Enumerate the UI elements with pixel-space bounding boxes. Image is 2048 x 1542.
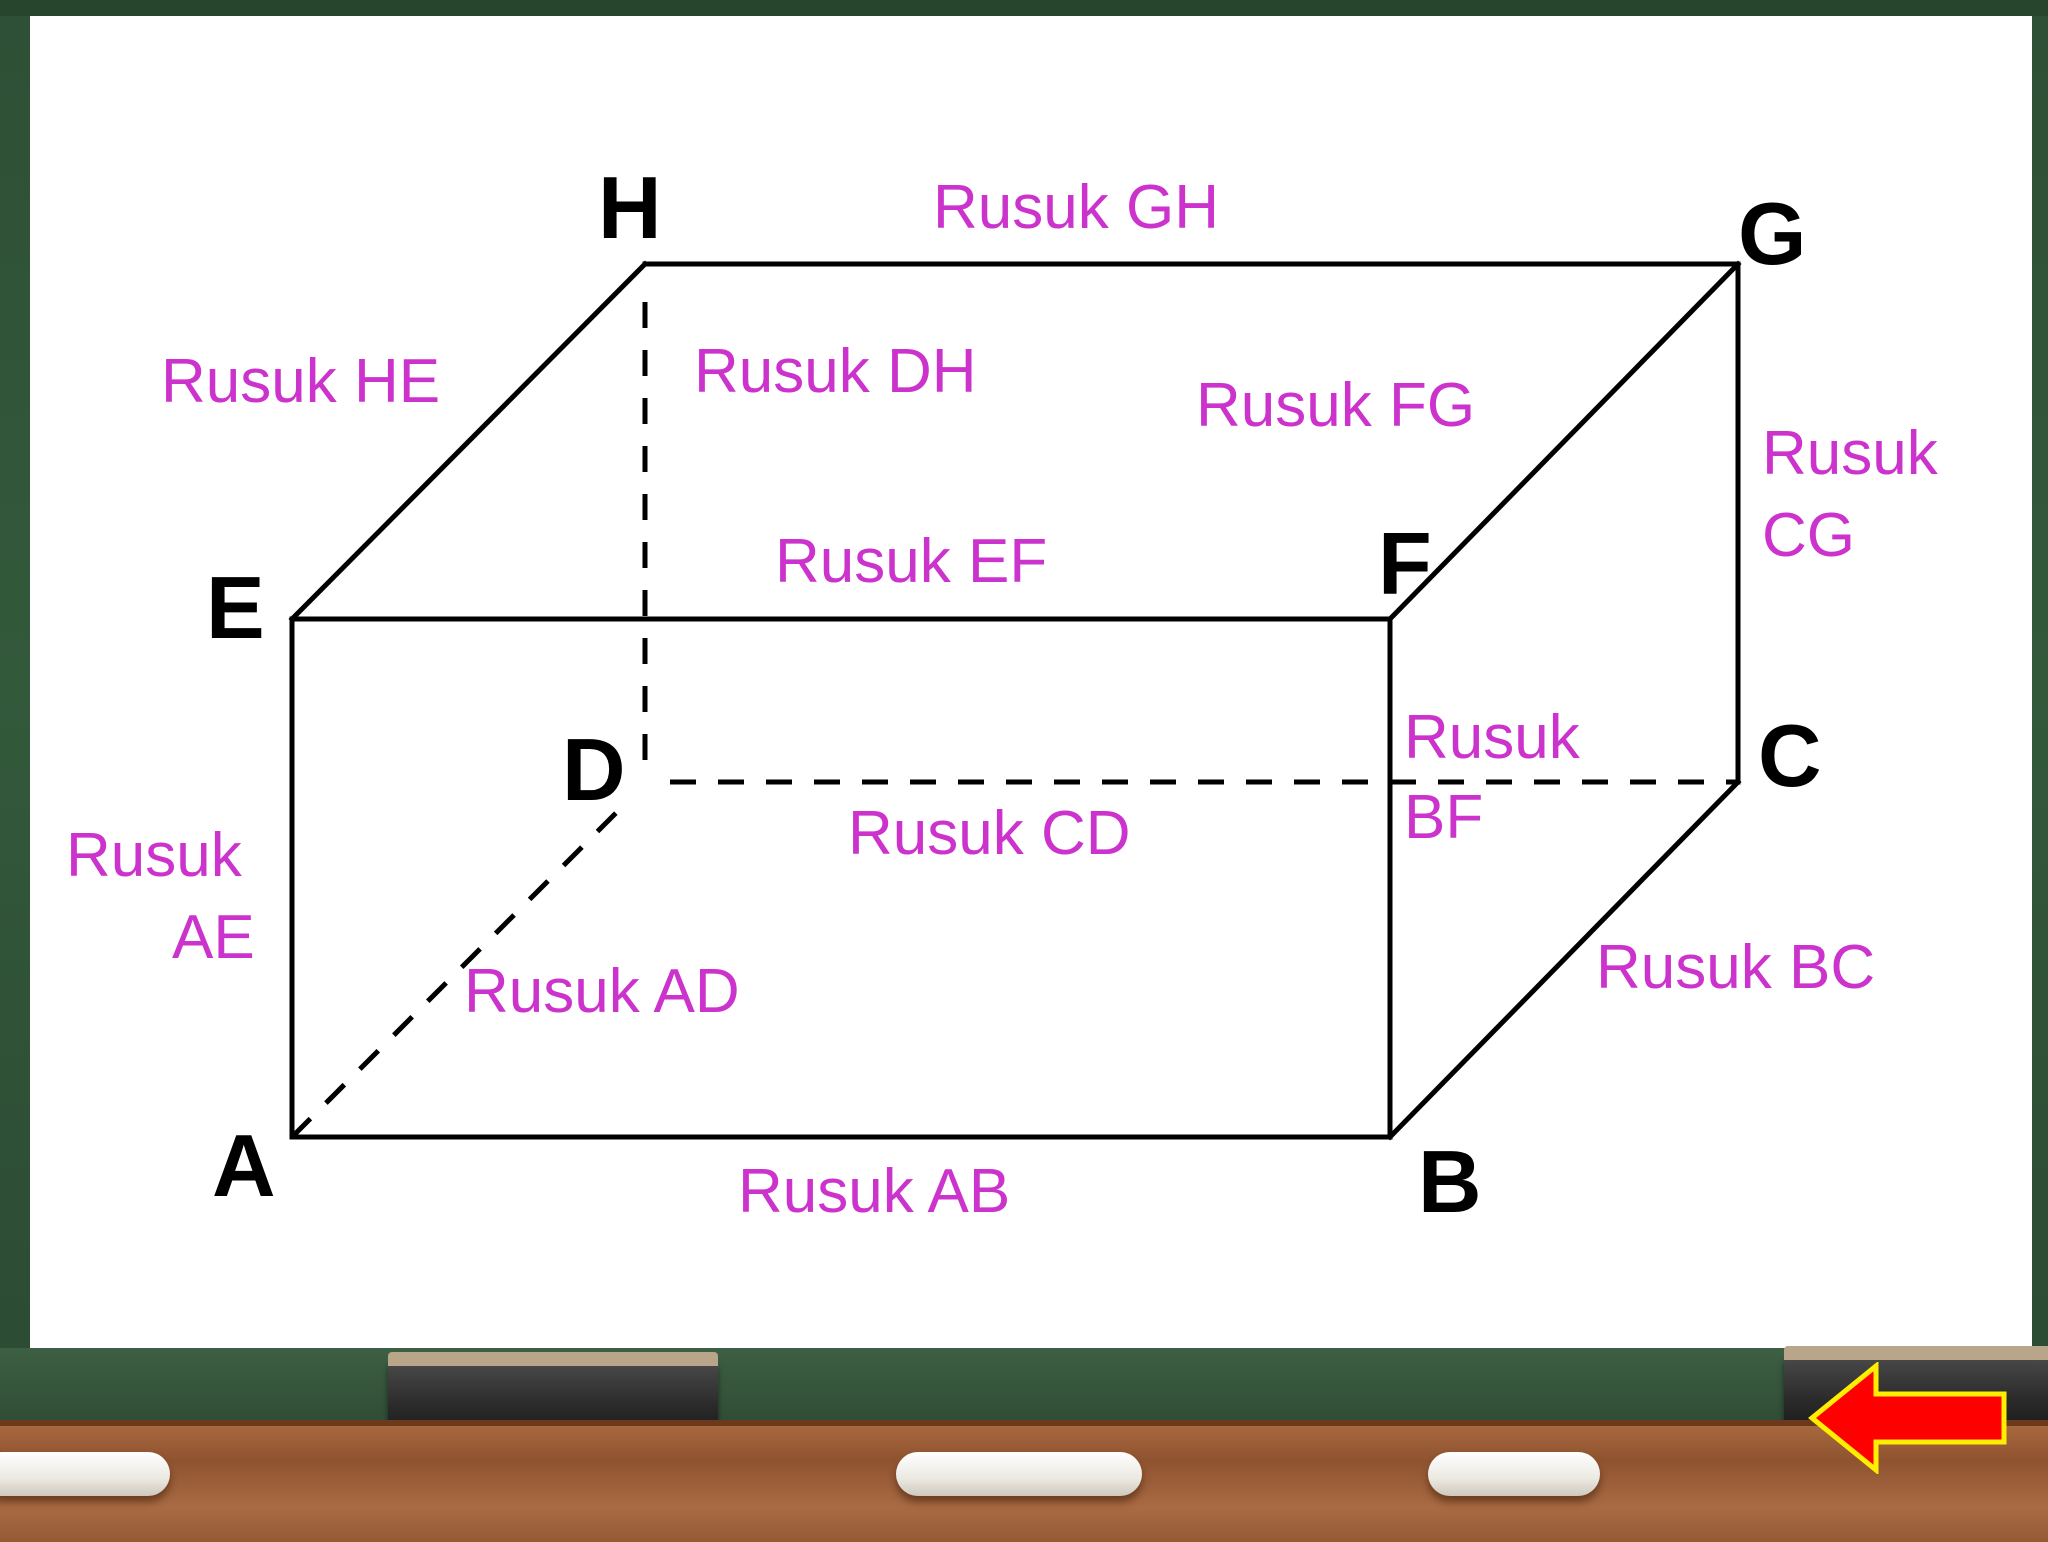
edge-label-ef: Rusuk EF <box>775 527 1047 596</box>
edge-label-ae-line1: Rusuk <box>66 821 243 890</box>
vertex-label-g: G <box>1738 184 1806 283</box>
board-ledge <box>0 1348 2048 1426</box>
vertex-label-d: D <box>562 720 626 819</box>
arrow-left-icon <box>1808 1360 2007 1476</box>
edge-label-he: Rusuk HE <box>161 347 440 416</box>
vertex-label-c: C <box>1758 706 1822 805</box>
vertex-label-e: E <box>206 558 265 657</box>
edge-label-cg-line2: CG <box>1762 501 1855 570</box>
diagram-card: H G E F D C A B Rusuk GH Rusuk HE Rusuk … <box>30 16 2032 1348</box>
edge-label-ab: Rusuk AB <box>738 1157 1010 1226</box>
vertex-label-b: B <box>1418 1132 1482 1231</box>
edge-label-ad: Rusuk AD <box>464 957 740 1026</box>
edge-fg <box>1386 260 1742 623</box>
edge-label-fg: Rusuk FG <box>1196 371 1475 440</box>
edge-label-bf-line1: Rusuk <box>1404 703 1581 772</box>
back-arrow-button[interactable] <box>1808 1360 2008 1476</box>
edge-bc <box>1386 778 1742 1141</box>
chalk-stick-1 <box>0 1452 170 1496</box>
edge-label-ae-line2: AE <box>172 903 255 972</box>
vertex-label-h: H <box>598 158 662 257</box>
board-frame <box>0 0 2048 16</box>
edge-he <box>288 260 649 623</box>
vertex-label-a: A <box>212 1116 276 1215</box>
vertex-label-f: F <box>1378 514 1432 613</box>
chalk-stick-2 <box>896 1452 1142 1496</box>
edge-label-bc: Rusuk BC <box>1596 933 1875 1002</box>
cuboid-diagram: H G E F D C A B Rusuk GH Rusuk HE Rusuk … <box>66 158 1939 1231</box>
edge-label-cg-line1: Rusuk <box>1762 419 1939 488</box>
edge-label-gh: Rusuk GH <box>933 173 1219 242</box>
edge-label-bf-line2: BF <box>1404 783 1483 852</box>
chalk-stick-3 <box>1428 1452 1600 1496</box>
edge-label-dh: Rusuk DH <box>694 337 977 406</box>
edge-label-cd: Rusuk CD <box>848 799 1131 868</box>
edge-ad <box>290 797 632 1139</box>
